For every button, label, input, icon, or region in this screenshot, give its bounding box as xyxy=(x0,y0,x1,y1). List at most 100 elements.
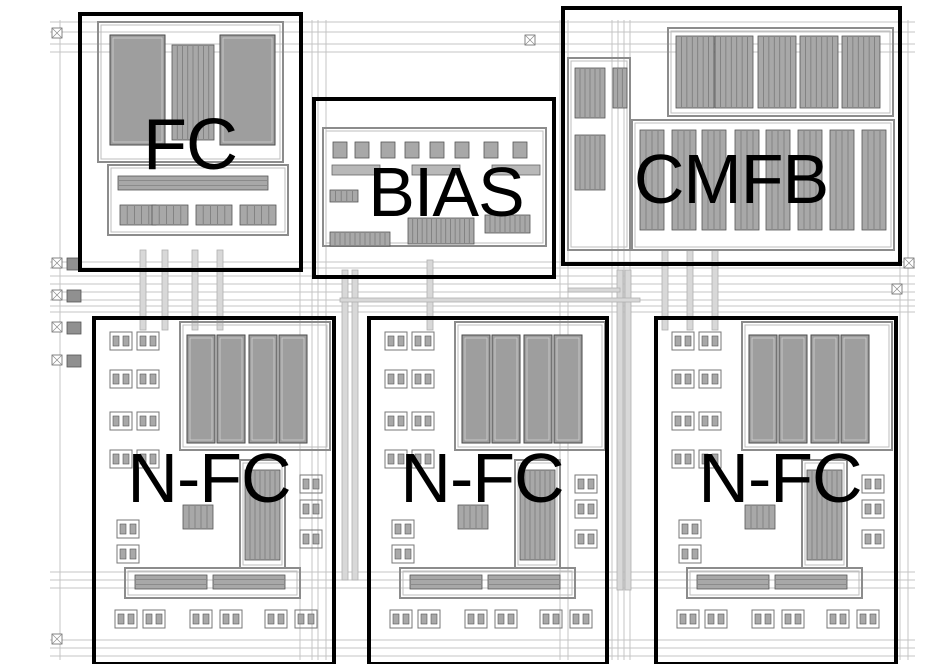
nfc1-bottom-cell xyxy=(189,609,213,629)
nfc2-mini-cell-m1 xyxy=(387,335,395,347)
bias-small-device xyxy=(454,141,470,159)
nfc2-bottom-cell xyxy=(464,609,488,629)
vertical-trunk xyxy=(191,249,199,331)
nfc3-capacitor xyxy=(778,334,808,444)
nfc3-mini-cell-m2 xyxy=(691,548,699,560)
nfc2-bar-device-left xyxy=(409,574,483,590)
nfc2-mini-cell xyxy=(384,331,408,351)
nfc1-capacitor xyxy=(278,334,308,444)
nfc3-bar-ring-inner xyxy=(689,570,860,596)
nfc3-bottom-cell-m2 xyxy=(764,613,772,625)
fc-bottom-transistor xyxy=(239,204,277,226)
nfc3-mini-cell-m1 xyxy=(701,335,709,347)
fc-ring-top xyxy=(97,21,284,163)
bias-small-device xyxy=(483,141,499,159)
nfc2-capacitor-rim xyxy=(494,337,518,441)
nfc3-tall-transistor xyxy=(806,469,843,561)
nfc3-mini-cell xyxy=(671,369,695,389)
fc-block-label: FC xyxy=(143,105,238,185)
bias-small-device xyxy=(332,141,348,159)
cmfb-ring-top xyxy=(667,27,894,117)
nfc-block-label-2: N-FC xyxy=(400,439,564,517)
nfc1-bottom-cell-m2 xyxy=(155,613,163,625)
nfc1-bottom-cell-m1 xyxy=(117,613,125,625)
nfc2-mini-cell-m2 xyxy=(397,373,405,385)
nfc1-mini-cell-m1 xyxy=(139,373,147,385)
nfc3-bottom-cell xyxy=(751,609,775,629)
fc-bottom-transistor xyxy=(119,204,157,226)
nfc1-mini-cell xyxy=(109,449,133,469)
nfc1-mini-cell-m2 xyxy=(312,478,320,490)
io-pad-x2 xyxy=(903,257,915,269)
nfc2-mini-cell-m2 xyxy=(587,503,595,515)
nfc1-mini-cell xyxy=(299,474,323,494)
vertical-trunk xyxy=(139,249,147,331)
nfc3-capacitor xyxy=(840,334,870,444)
nfc3-capacitor xyxy=(810,334,840,444)
nfc1-bottom-cell-m2 xyxy=(277,613,285,625)
fc-capacitor-left-rim xyxy=(112,37,163,143)
nfc3-bottom-cell-m1 xyxy=(859,613,867,625)
nfc3-mini-cell-m1 xyxy=(674,373,682,385)
nfc2-bottom-cell-m1 xyxy=(392,613,400,625)
nfc2-mini-cell-m1 xyxy=(577,533,585,545)
nfc-block-outline-1 xyxy=(92,316,336,664)
io-pad-x2 xyxy=(891,283,903,295)
nfc3-bottom-cell-m1 xyxy=(754,613,762,625)
nfc2-bottom-cell-m2 xyxy=(582,613,590,625)
nfc3-mini-cell xyxy=(698,369,722,389)
nfc2-capacitor-rim xyxy=(526,337,550,441)
nfc3-mini-cell xyxy=(861,499,885,519)
nfc2-bottom-cell-m1 xyxy=(497,613,505,625)
nfc1-mini-cell-m1 xyxy=(139,453,147,465)
io-pad-x2 xyxy=(51,354,63,366)
nfc1-mini-cell-m1 xyxy=(112,415,120,427)
nfc2-bottom-cell xyxy=(539,609,563,629)
nfc2-bottom-cell-m2 xyxy=(507,613,515,625)
nfc1-mini-cell-m2 xyxy=(149,415,157,427)
nfc3-bar-ring xyxy=(686,567,863,599)
nfc3-bar-device-left xyxy=(696,574,770,590)
nfc1-mini-cell-m1 xyxy=(112,373,120,385)
nfc3-mini-cell xyxy=(671,411,695,431)
nfc-block-label-3: N-FC xyxy=(698,439,862,517)
nfc-block-outline-3 xyxy=(654,316,898,664)
nfc2-mini-cell xyxy=(574,474,598,494)
nfc3-bottom-cell-m1 xyxy=(784,613,792,625)
nfc2-capacitor-rim xyxy=(464,337,488,441)
nfc1-bottom-cell-m1 xyxy=(145,613,153,625)
vertical-trunk xyxy=(426,259,434,331)
nfc2-capacitor-rim xyxy=(556,337,580,441)
cmfb-block-outline xyxy=(561,6,902,266)
nfc2-capacitor xyxy=(523,334,553,444)
nfc1-mini-cell-m1 xyxy=(302,478,310,490)
nfc1-mini-cell-m2 xyxy=(312,503,320,515)
nfc1-mini-cell xyxy=(136,411,160,431)
nfc1-mini-cell-m1 xyxy=(112,453,120,465)
nfc3-mini-cell-m1 xyxy=(864,533,872,545)
nfc1-bar-ring-inner xyxy=(127,570,298,596)
nfc3-bottom-cell-m1 xyxy=(707,613,715,625)
cmfb-left-transistor-small xyxy=(612,67,628,109)
nfc3-mini-cell-m1 xyxy=(681,523,689,535)
fc-capacitor-right-rim xyxy=(222,37,273,143)
nfc2-bottom-cell-m2 xyxy=(552,613,560,625)
nfc1-mini-cell-m2 xyxy=(149,335,157,347)
nfc1-bottom-cell xyxy=(114,609,138,629)
nfc2-mini-cell xyxy=(574,529,598,549)
nfc3-capacitor-rim xyxy=(751,337,775,441)
nfc2-bottom-cell-m1 xyxy=(467,613,475,625)
nfc3-mini-cell-m2 xyxy=(684,373,692,385)
vertical-trunk xyxy=(351,269,359,581)
fc-block-outline xyxy=(78,12,303,272)
nfc3-mini-cell-m1 xyxy=(681,548,689,560)
nfc1-capacitor-rim xyxy=(189,337,213,441)
nfc3-mini-cell-m1 xyxy=(701,373,709,385)
nfc2-mini-cell-m1 xyxy=(414,373,422,385)
nfc2-mini-cell-m1 xyxy=(414,335,422,347)
nfc2-bar-ring xyxy=(399,567,576,599)
fc-capacitor-left xyxy=(109,34,166,146)
nfc1-bottom-cell-m1 xyxy=(267,613,275,625)
bias-small-device xyxy=(512,141,528,159)
bias-small-device xyxy=(380,141,396,159)
